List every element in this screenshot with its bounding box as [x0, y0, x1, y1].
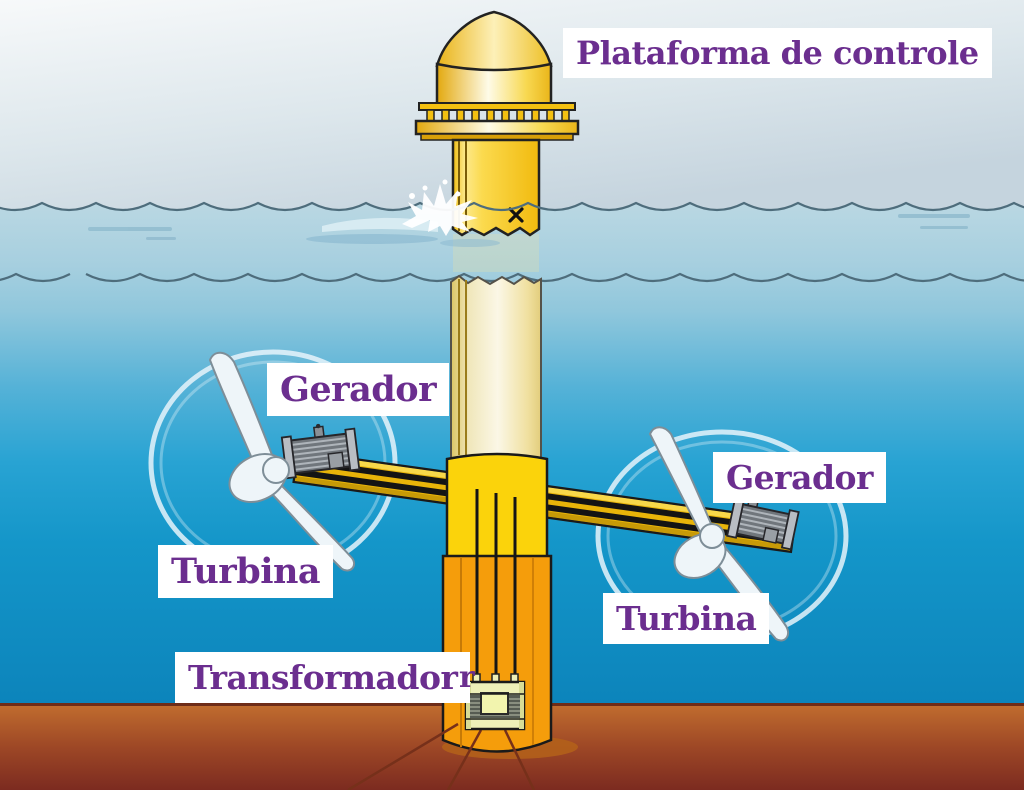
transformer-unit: [464, 673, 526, 731]
generator-left: [280, 423, 361, 480]
splash: [306, 179, 500, 247]
label-control-platform: Plataforma de controle: [563, 28, 992, 78]
label-transformer: Transformador: [175, 652, 471, 703]
label-turbine-right: Turbina: [603, 593, 770, 644]
stray-text-fragment: r: [459, 660, 475, 695]
blade-down-left: [270, 482, 356, 572]
power-cables: [475, 489, 517, 678]
blade-up-left: [208, 351, 276, 470]
deck-rail: [418, 102, 576, 111]
deck-slab: [414, 119, 580, 136]
hub-left: [262, 456, 290, 484]
wave-line-2: [0, 272, 1024, 283]
label-generator-left: Gerador: [267, 363, 450, 416]
control-platform-structure: [414, 10, 580, 237]
turbine-rotor-left: [208, 351, 356, 572]
deck-rail-posts: [426, 109, 570, 123]
waterline-marker: [508, 207, 524, 223]
label-generator-right: Gerador: [713, 452, 886, 503]
label-turbine-left: Turbina: [158, 545, 334, 598]
export-cables: [347, 722, 536, 790]
platform-cylinder: [435, 62, 553, 106]
water-streaks: [88, 214, 970, 240]
wave-line-1: [0, 201, 1024, 212]
column-ladder-underwater: [458, 279, 467, 455]
hub-right: [699, 523, 725, 549]
blade-up-right: [648, 426, 714, 534]
